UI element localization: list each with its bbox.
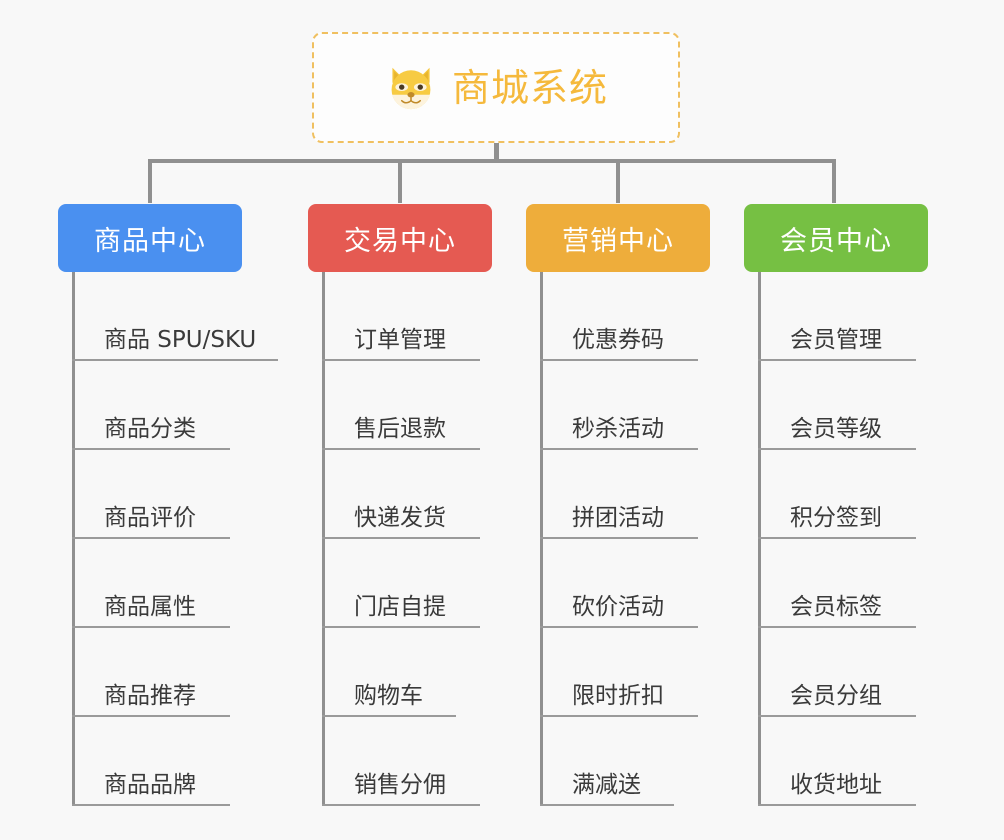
leaf-label: 商品评价 (104, 504, 196, 531)
leaf-label: 砍价活动 (572, 593, 664, 620)
leaf-label: 门店自提 (354, 593, 446, 620)
leaf-item[interactable]: 商品推荐 (72, 628, 230, 717)
leaf-item[interactable]: 砍价活动 (540, 539, 698, 628)
leaf-item[interactable]: 会员等级 (758, 361, 916, 450)
branch-spine-2 (322, 272, 325, 806)
leaf-item[interactable]: 门店自提 (322, 539, 480, 628)
category-box-4[interactable]: 会员中心 (744, 204, 928, 272)
leaf-label: 限时折扣 (572, 682, 664, 709)
leaf-label: 商品推荐 (104, 682, 196, 709)
category-label-4: 会员中心 (780, 225, 892, 257)
category-box-3[interactable]: 营销中心 (526, 204, 710, 272)
leaf-label: 满减送 (572, 771, 641, 798)
branch-column-3: 优惠券码 秒杀活动 拼团活动 砍价活动 限时折扣 满减送 (540, 272, 698, 806)
category-label-2: 交易中心 (344, 225, 456, 257)
branch-spine-1 (72, 272, 75, 806)
leaf-label: 拼团活动 (572, 504, 664, 531)
category-label-1: 商品中心 (94, 225, 206, 257)
connector-drop-3 (616, 159, 620, 203)
connector-root-stem (494, 143, 499, 162)
leaf-item[interactable]: 商品分类 (72, 361, 230, 450)
connector-drop-4 (832, 159, 836, 203)
leaf-label: 订单管理 (354, 326, 446, 353)
leaf-item[interactable]: 购物车 (322, 628, 456, 717)
leaf-label: 商品属性 (104, 593, 196, 620)
leaf-item[interactable]: 拼团活动 (540, 450, 698, 539)
leaf-label: 收货地址 (790, 771, 882, 798)
connector-drop-2 (398, 159, 402, 203)
leaf-item[interactable]: 收货地址 (758, 717, 916, 806)
leaf-label: 销售分佣 (354, 771, 446, 798)
leaf-label: 快递发货 (354, 504, 446, 531)
leaf-item[interactable]: 会员分组 (758, 628, 916, 717)
leaf-item[interactable]: 销售分佣 (322, 717, 480, 806)
leaf-label: 购物车 (354, 682, 423, 709)
leaf-label: 商品 SPU/SKU (104, 326, 257, 353)
leaf-item[interactable]: 商品品牌 (72, 717, 230, 806)
leaf-item[interactable]: 快递发货 (322, 450, 480, 539)
category-box-2[interactable]: 交易中心 (308, 204, 492, 272)
branch-column-2: 订单管理 售后退款 快递发货 门店自提 购物车 销售分佣 (322, 272, 480, 806)
leaf-item[interactable]: 满减送 (540, 717, 674, 806)
leaf-label: 优惠券码 (572, 326, 664, 353)
root-title: 商城系统 (451, 65, 608, 110)
root-node[interactable]: 商城系统 (312, 32, 680, 143)
connector-drop-1 (148, 159, 152, 203)
leaf-item[interactable]: 优惠券码 (540, 272, 698, 361)
leaf-label: 会员标签 (790, 593, 882, 620)
branch-column-1: 商品 SPU/SKU 商品分类 商品评价 商品属性 商品推荐 商品品牌 (72, 272, 278, 806)
branch-spine-4 (758, 272, 761, 806)
leaf-item[interactable]: 售后退款 (322, 361, 480, 450)
category-box-1[interactable]: 商品中心 (58, 204, 242, 272)
leaf-item[interactable]: 商品属性 (72, 539, 230, 628)
leaf-label: 商品品牌 (104, 771, 196, 798)
leaf-item[interactable]: 会员标签 (758, 539, 916, 628)
connector-horizontal-bus (148, 159, 836, 163)
leaf-item[interactable]: 秒杀活动 (540, 361, 698, 450)
leaf-item[interactable]: 商品评价 (72, 450, 230, 539)
leaf-label: 会员分组 (790, 682, 882, 709)
leaf-item[interactable]: 限时折扣 (540, 628, 698, 717)
leaf-label: 积分签到 (790, 504, 882, 531)
leaf-label: 会员管理 (790, 326, 882, 353)
category-label-3: 营销中心 (562, 225, 674, 257)
leaf-label: 商品分类 (104, 415, 196, 442)
leaf-label: 秒杀活动 (572, 415, 664, 442)
branch-spine-3 (540, 272, 543, 806)
leaf-label: 会员等级 (790, 415, 882, 442)
leaf-item[interactable]: 会员管理 (758, 272, 916, 361)
leaf-label: 售后退款 (354, 415, 446, 442)
leaf-item[interactable]: 积分签到 (758, 450, 916, 539)
leaf-item[interactable]: 商品 SPU/SKU (72, 272, 278, 361)
branch-column-4: 会员管理 会员等级 积分签到 会员标签 会员分组 收货地址 (758, 272, 916, 806)
leaf-item[interactable]: 订单管理 (322, 272, 480, 361)
shiba-dog-icon (391, 67, 431, 111)
